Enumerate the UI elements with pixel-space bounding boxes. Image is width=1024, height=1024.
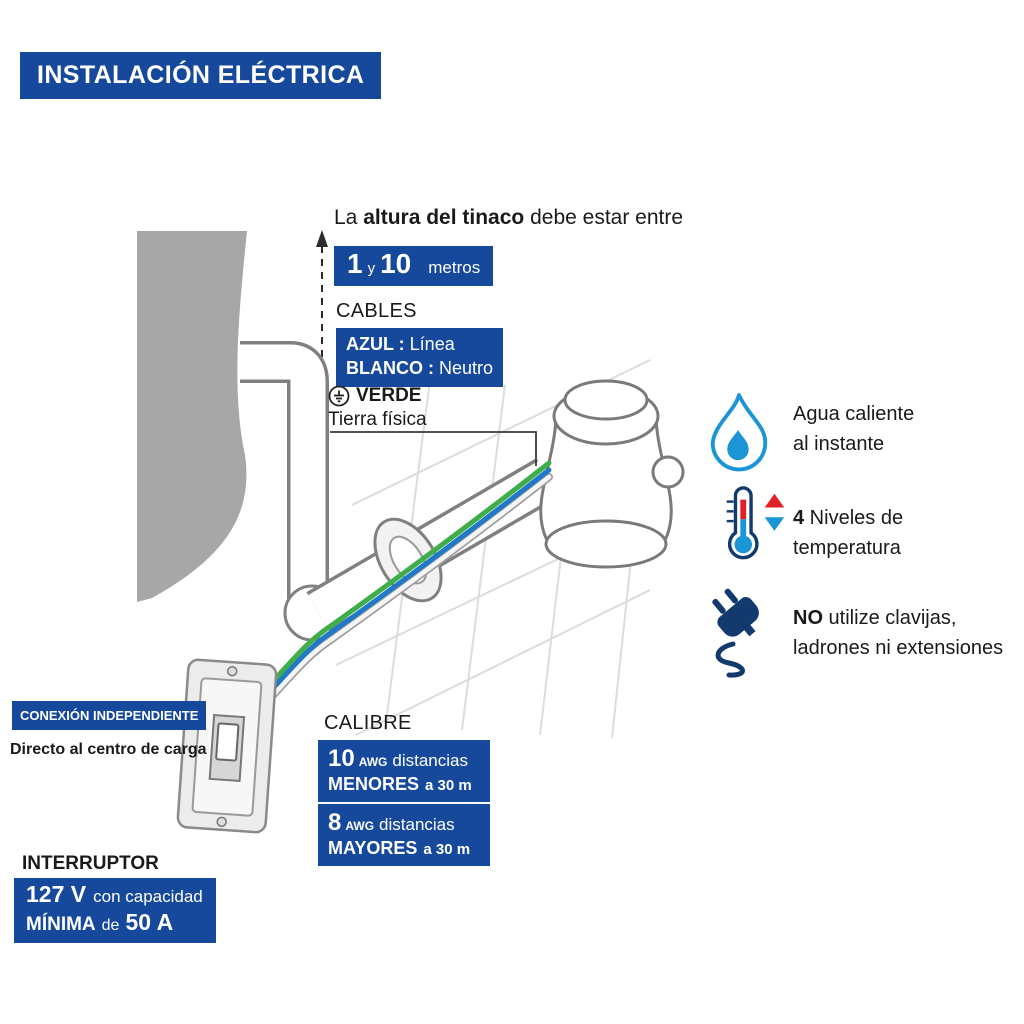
awg-unit: AWG: [345, 819, 375, 833]
awg-text: distancias: [392, 751, 468, 770]
height-note: La altura del tinaco debe estar entre: [334, 206, 683, 230]
screw-top: [226, 665, 238, 677]
feature-line2: ladrones ni extensiones: [793, 637, 1004, 659]
cables-legend: AZUL :Línea BLANCO :Neutro: [336, 328, 504, 387]
distance-bold: MENORES: [328, 774, 420, 794]
height-conjunction: y: [367, 260, 376, 277]
ground-description: Tierra física: [328, 409, 427, 430]
minima-bold: MÍNIMA: [26, 914, 96, 935]
interruptor-line1: 127 V con capacidad: [26, 881, 204, 908]
feature-bold: 4: [793, 507, 805, 529]
load-center-note: Directo al centro de carga: [10, 741, 207, 758]
page-title: INSTALACIÓN ELÉCTRICA: [20, 52, 382, 99]
wire-green: [247, 460, 552, 708]
minima-mid: de: [101, 917, 120, 934]
switch-toggle: [215, 722, 240, 762]
ground-icon: [328, 385, 350, 407]
feature-line1: Niveles de: [804, 507, 904, 529]
feature-line2: al instante: [793, 433, 885, 455]
interruptor-line2: MÍNIMA de 50 A: [26, 909, 204, 936]
feature-line1: Agua caliente: [793, 403, 915, 425]
interruptor-heading: INTERRUPTOR: [22, 853, 159, 874]
height-note-bold: altura del tinaco: [363, 206, 525, 229]
awg-number: 10: [328, 745, 355, 772]
height-max: 10: [380, 248, 412, 279]
plug-icon: [700, 586, 784, 680]
awg-text: distancias: [379, 815, 455, 834]
ground-pointer-line: [330, 431, 537, 466]
blanco-value: Neutro: [439, 358, 494, 379]
distance-rest: a 30 m: [423, 841, 471, 858]
height-note-post: debe estar entre: [524, 206, 684, 229]
independent-connection-banner: CONEXIÓN INDEPENDIENTE: [12, 701, 207, 730]
feature-text-temperature: 4 Niveles de temperatura: [793, 503, 1024, 563]
calibre-line2: MENORES a 30 m: [328, 774, 480, 795]
amperage-value: 50 A: [125, 909, 174, 935]
blanco-label: BLANCO :: [346, 358, 434, 379]
height-unit: metros: [428, 258, 481, 277]
wire-blue: [247, 467, 552, 715]
awg-number: 8: [328, 809, 342, 836]
interruptor-spec-box: 127 V con capacidad MÍNIMA de 50 A: [14, 878, 216, 943]
height-note-pre: La: [334, 206, 364, 229]
conduit-pipe: [240, 341, 329, 600]
height-min: 1: [347, 248, 363, 279]
voltage-rest: con capacidad: [93, 887, 203, 906]
calibre-line2: MAYORES a 30 m: [328, 838, 480, 859]
verde-label: VERDE: [356, 385, 422, 406]
cables-heading: CABLES: [336, 300, 417, 322]
cable-line-azul: AZUL :Línea: [346, 332, 493, 356]
flame-water-icon: [703, 390, 773, 472]
feature-bold: NO: [793, 607, 823, 629]
azul-label: AZUL :: [346, 334, 405, 354]
feature-line1: utilize clavijas,: [823, 607, 957, 629]
distance-bold: MAYORES: [328, 838, 418, 858]
voltage-value: 127 V: [26, 881, 87, 907]
cable-line-blanco: BLANCO :Neutro: [346, 356, 493, 380]
tinaco-silhouette: [137, 231, 247, 602]
electric-shower-head: [539, 379, 685, 569]
azul-value: Línea: [409, 334, 455, 354]
feature-line2: temperatura: [793, 537, 901, 559]
feature-text-no-extensions: NO utilize clavijas, ladrones ni extensi…: [793, 603, 1024, 663]
distance-rest: a 30 m: [425, 777, 472, 794]
screw-bottom: [216, 816, 227, 828]
calibre-heading: CALIBRE: [324, 712, 412, 734]
awg-unit: AWG: [358, 755, 388, 769]
supply-wires: [246, 460, 553, 723]
thermometer-icon: [714, 486, 792, 564]
temperature-knob: [651, 455, 685, 489]
feature-text-hot-water: Agua caliente al instante: [793, 399, 1024, 459]
ground-wire-row: VERDE: [328, 385, 421, 407]
